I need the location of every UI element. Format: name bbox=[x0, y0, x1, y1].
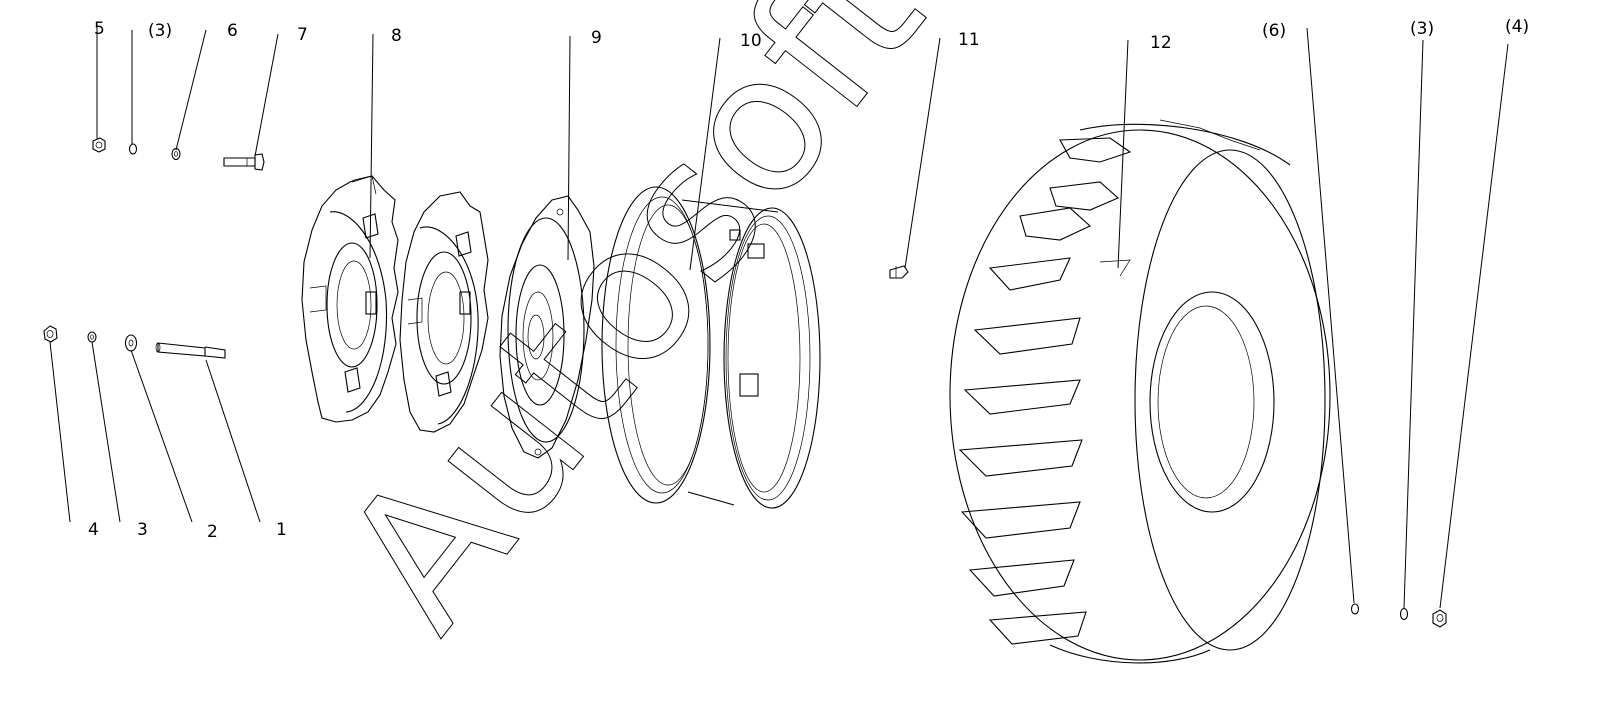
nut-5 bbox=[92, 137, 106, 153]
callout-2: 2 bbox=[207, 522, 218, 542]
callout-6: 6 bbox=[227, 21, 238, 41]
callout-4b: (4) bbox=[1505, 17, 1529, 37]
tyre-12 bbox=[949, 119, 1331, 664]
washer-2 bbox=[124, 334, 138, 352]
callout-6b: (6) bbox=[1262, 21, 1286, 41]
nut-4 bbox=[43, 325, 58, 343]
stud-1 bbox=[155, 342, 226, 359]
callout-8: 8 bbox=[391, 26, 402, 46]
center-disc-8b bbox=[399, 191, 489, 433]
callout-9: 9 bbox=[591, 28, 602, 48]
callout-5: 5 bbox=[94, 19, 105, 39]
center-disc-8 bbox=[301, 175, 399, 423]
callout-3a: (3) bbox=[148, 21, 172, 41]
callout-3: 3 bbox=[137, 520, 148, 540]
callout-4: 4 bbox=[88, 520, 99, 540]
rim-10 bbox=[601, 186, 821, 509]
washer-6-top bbox=[171, 147, 181, 161]
callout-7: 7 bbox=[297, 25, 308, 45]
washer-3-top bbox=[128, 143, 138, 155]
callout-3b: (3) bbox=[1410, 19, 1434, 39]
valve-11 bbox=[889, 265, 909, 279]
bolt-7 bbox=[223, 153, 265, 171]
hub-plate-9 bbox=[499, 195, 595, 459]
nut-4-right bbox=[1432, 609, 1447, 628]
washer-3 bbox=[87, 331, 97, 343]
callout-12: 12 bbox=[1150, 33, 1172, 53]
callout-1: 1 bbox=[276, 520, 287, 540]
washer-6-right bbox=[1350, 603, 1360, 615]
washer-3-right bbox=[1399, 607, 1409, 621]
leader-lines bbox=[49, 22, 1509, 609]
callout-10: 10 bbox=[740, 31, 762, 51]
callout-11: 11 bbox=[958, 30, 980, 50]
